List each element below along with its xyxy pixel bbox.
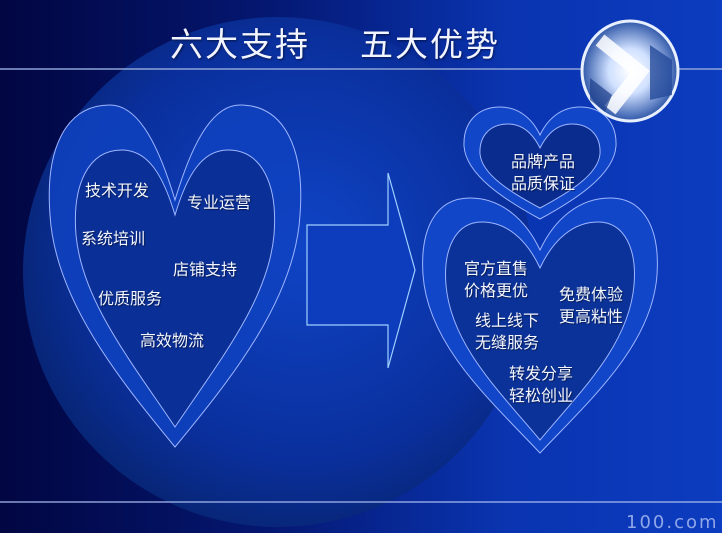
advantage-share-line2: 轻松创业	[509, 386, 574, 405]
support-item-training: 系统培训	[81, 229, 146, 248]
support-item-logistics: 高效物流	[140, 331, 205, 350]
advantage-o2o-line1: 线上线下	[475, 311, 540, 330]
advantage-direct-line2: 价格更优	[464, 281, 529, 300]
watermark: 100.com	[626, 512, 719, 533]
support-item-tech: 技术开发	[85, 181, 150, 200]
advantage-brand-line2: 品质保证	[511, 174, 576, 193]
right-big-heart	[422, 197, 658, 454]
right-top-heart	[463, 106, 617, 220]
page-title: 六大支持 五大优势	[170, 25, 500, 64]
left-heart	[48, 104, 302, 448]
globe-logo-icon	[580, 19, 680, 123]
advantage-o2o-line2: 无缝服务	[475, 333, 540, 352]
support-item-service: 优质服务	[98, 289, 163, 308]
support-item-store: 店铺支持	[173, 260, 238, 279]
advantage-trial-line1: 免费体验	[559, 285, 624, 304]
advantage-trial-line2: 更高粘性	[559, 307, 624, 326]
advantage-share-line1: 转发分享	[509, 364, 574, 383]
right-arrow-icon	[306, 172, 416, 369]
support-item-operation: 专业运营	[187, 193, 252, 212]
advantage-direct-line1: 官方直售	[464, 259, 529, 278]
advantage-brand-line1: 品牌产品	[511, 152, 576, 171]
